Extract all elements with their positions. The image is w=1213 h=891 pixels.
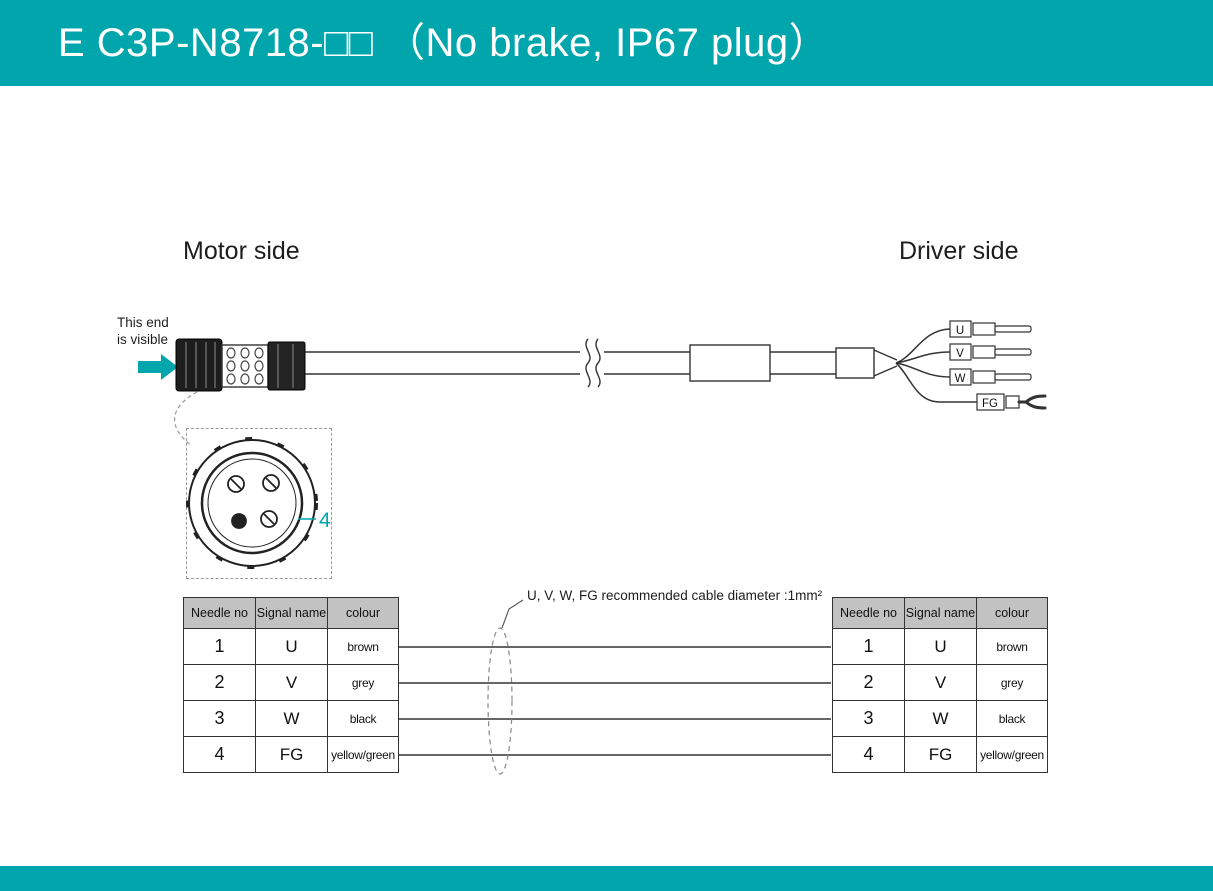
needle-no-cell: 2 [183,664,256,701]
colour-cell: yellow/green [327,736,399,773]
fork-lug-icon [1017,394,1047,410]
table-row: 3 W black [832,700,1048,737]
colour-cell: black [327,700,399,737]
needle-no-cell: 3 [183,700,256,737]
signal-name-cell: W [255,700,328,737]
signal-name-cell: V [904,664,977,701]
needle-no-cell: 2 [832,664,905,701]
colour-cell: grey [327,664,399,701]
signal-name-cell: W [904,700,977,737]
table-row: 2 V grey [183,664,399,701]
terminal-v-label: V [956,348,964,360]
signal-name-cell: U [255,628,328,665]
colour-cell: brown [327,628,399,665]
colour-cell: brown [976,628,1048,665]
table-header-row: Needle no Signal name colour [832,597,1048,629]
col-header-colour: colour [976,597,1048,629]
driver-pin-table: Needle no Signal name colour 1 U brown 2… [832,597,1048,773]
table-row: 4 FG yellow/green [183,736,399,773]
col-header-signal-name: Signal name [255,597,328,629]
terminal-fg-label: FG [982,398,998,410]
col-header-colour: colour [327,597,399,629]
terminal-w: W [949,368,1032,386]
cable-sleeve [689,344,771,382]
terminal-u-label: U [956,325,964,337]
table-row: 1 U brown [832,628,1048,665]
knurl-pattern [226,347,264,385]
connector-pins [227,474,280,529]
needle-no-cell: 3 [832,700,905,737]
table-row: 4 FG yellow/green [832,736,1048,773]
table-row: 3 W black [183,700,399,737]
visible-end-line1: This end [117,315,169,330]
visible-end-note: This end is visible [117,314,169,348]
motor-connector [175,338,306,392]
col-header-needle-no: Needle no [832,597,905,629]
cable-break-symbol [580,338,604,388]
colour-cell: black [976,700,1048,737]
terminal-w-label: W [955,373,966,385]
terminal-fg: FG [976,393,1047,411]
terminal-u: U [949,320,1032,338]
visible-end-line2: is visible [117,332,169,347]
table-link-wires [399,646,831,756]
colour-cell: yellow/green [976,736,1048,773]
visible-end-arrow-icon [138,354,178,380]
motor-pin-table: Needle no Signal name colour 1 U brown 2… [183,597,399,773]
pin-count-label: 4 [319,509,331,532]
needle-no-cell: 4 [832,736,905,773]
driver-side-label: Driver side [899,237,1019,265]
signal-name-cell: FG [255,736,328,773]
footer-accent-bar [0,866,1213,891]
colour-cell: grey [976,664,1048,701]
needle-no-cell: 4 [183,736,256,773]
needle-no-cell: 1 [832,628,905,665]
table-row: 2 V grey [832,664,1048,701]
table-header-row: Needle no Signal name colour [183,597,399,629]
connector-face-detail: 4 [186,437,331,569]
cable-note-leader [501,599,524,629]
signal-name-cell: V [255,664,328,701]
terminal-v: V [949,343,1032,361]
signal-name-cell: FG [904,736,977,773]
signal-name-cell: U [904,628,977,665]
cable-group-ellipse [487,627,513,775]
motor-side-label: Motor side [183,237,300,265]
col-header-needle-no: Needle no [183,597,256,629]
header-banner: E C3P-N8718-□□ （No brake, IP67 plug） [0,0,1213,86]
table-row: 1 U brown [183,628,399,665]
page-title: E C3P-N8718-□□ （No brake, IP67 plug） [58,21,830,65]
detail-leader-line [174,391,198,447]
cable-diameter-note: U, V, W, FG recommended cable diameter :… [527,588,823,603]
driver-wires [895,328,977,403]
cable-boot [835,347,898,379]
needle-no-cell: 1 [183,628,256,665]
col-header-signal-name: Signal name [904,597,977,629]
